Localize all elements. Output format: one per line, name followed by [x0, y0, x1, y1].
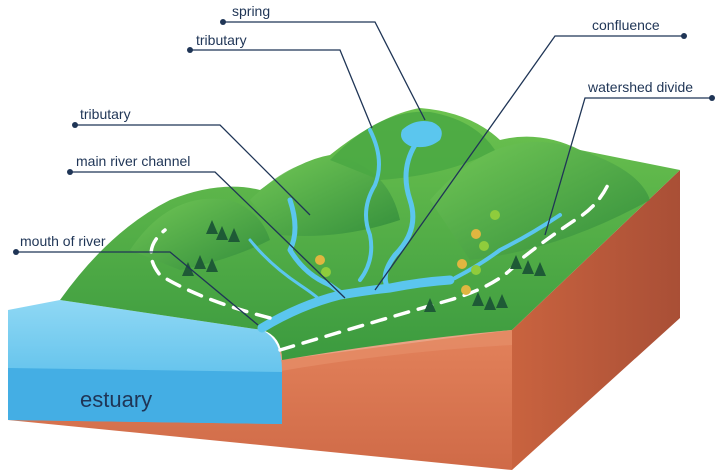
label-tributary-lower: tributary	[80, 106, 131, 122]
leader-lines	[13, 19, 715, 326]
tributary-upper-branch	[358, 128, 381, 282]
spring-pond	[401, 121, 442, 148]
soil-side-face	[512, 170, 680, 470]
tributary-right-branch	[453, 213, 562, 280]
label-main-river-channel: main river channel	[76, 153, 190, 169]
trees-right	[315, 210, 546, 312]
watershed-divide-line	[149, 178, 612, 352]
main-river	[257, 275, 455, 333]
label-confluence: confluence	[592, 17, 660, 33]
label-watershed-divide: watershed divide	[587, 79, 693, 95]
label-spring: spring	[232, 3, 270, 19]
trees-left	[182, 220, 240, 276]
label-tributary-upper: tributary	[196, 32, 247, 48]
label-mouth-of-river: mouth of river	[20, 233, 106, 249]
river-from-spring	[382, 142, 418, 291]
tributary-small	[248, 238, 322, 302]
hill-right	[430, 141, 650, 260]
soil-top-band	[270, 330, 512, 372]
hill-center	[250, 158, 400, 236]
estuary-water-front	[8, 368, 282, 424]
label-estuary: estuary	[80, 387, 152, 412]
